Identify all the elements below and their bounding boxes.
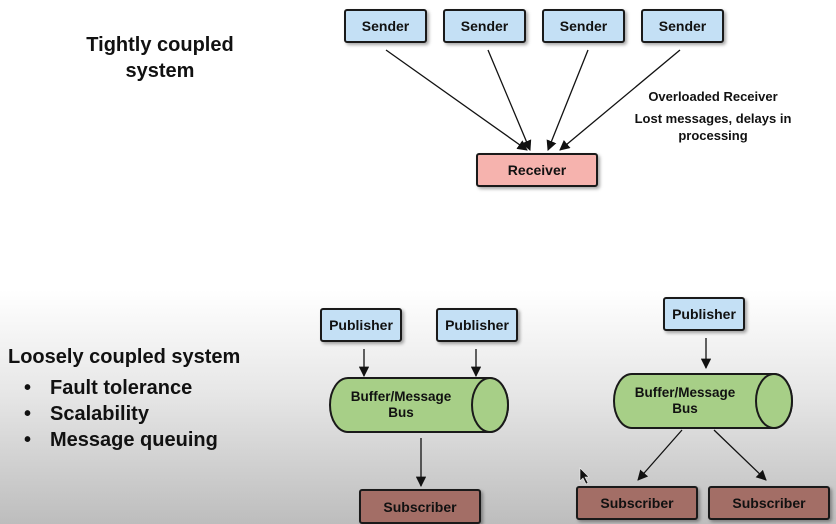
note-line1: Overloaded Receiver xyxy=(648,89,778,104)
benefits-list: • Fault tolerance • Scalability • Message q… xyxy=(8,375,240,453)
sender-box-3: Sender xyxy=(542,9,625,43)
arrow-sender2-receiver xyxy=(487,49,532,151)
left-bus-cylinder xyxy=(329,377,509,433)
right-bus-cylinder xyxy=(613,373,793,429)
arrow-right-bus-sub2 xyxy=(713,429,767,481)
benefit-item: • Scalability xyxy=(24,401,240,427)
bullet-dot-icon: • xyxy=(24,403,32,425)
right-publisher-box: Publisher xyxy=(663,297,745,331)
left-bus-label-line2: Bus xyxy=(388,405,414,420)
tight-title-line1: Tightly coupled xyxy=(86,34,234,56)
sender-box-2: Sender xyxy=(443,9,526,43)
arrow-right-bus-sub1 xyxy=(637,429,683,481)
benefit-label: Scalability xyxy=(50,403,149,425)
arrow-sender4-receiver xyxy=(559,49,681,151)
left-publisher-box-1: Publisher xyxy=(320,308,402,342)
left-publisher-box-2: Publisher xyxy=(436,308,518,342)
benefit-item: • Message queuing xyxy=(24,427,240,453)
benefit-label: Fault tolerance xyxy=(50,377,193,399)
benefit-item: • Fault tolerance xyxy=(24,375,240,401)
bullet-dot-icon: • xyxy=(24,377,32,399)
receiver-box: Receiver xyxy=(476,153,598,187)
left-bus-label-line1: Buffer/Message xyxy=(350,389,452,404)
right-bus-label-line2: Bus xyxy=(672,401,698,416)
right-subscriber-box-1: Subscriber xyxy=(576,486,698,520)
loose-benefits: Loosely coupled system • Fault tolerance … xyxy=(8,346,240,453)
left-subscriber-box: Subscriber xyxy=(359,489,481,524)
loose-title: Loosely coupled system xyxy=(8,346,241,368)
left-bus-label: Buffer/Message Bus xyxy=(332,389,470,421)
sender-box-4: Sender xyxy=(641,9,724,43)
arrow-sender3-receiver xyxy=(546,49,589,151)
right-subscriber-box-2: Subscriber xyxy=(708,486,830,520)
note-line3: processing xyxy=(678,128,748,143)
overload-note: Overloaded Receiver Lost messages, delay… xyxy=(628,88,798,144)
arrow-sender1-receiver xyxy=(385,49,528,151)
benefit-label: Message queuing xyxy=(50,429,218,451)
tight-title: Tightly coupled system xyxy=(60,32,260,84)
bullet-dot-icon: • xyxy=(24,429,32,451)
sender-box-1: Sender xyxy=(344,9,427,43)
tight-title-line2: system xyxy=(125,60,195,82)
note-line2: Lost messages, delays in xyxy=(634,111,792,126)
right-bus-label-line1: Buffer/Message xyxy=(634,385,736,400)
right-bus-label: Buffer/Message Bus xyxy=(616,385,754,417)
mouse-cursor-icon xyxy=(579,467,590,485)
